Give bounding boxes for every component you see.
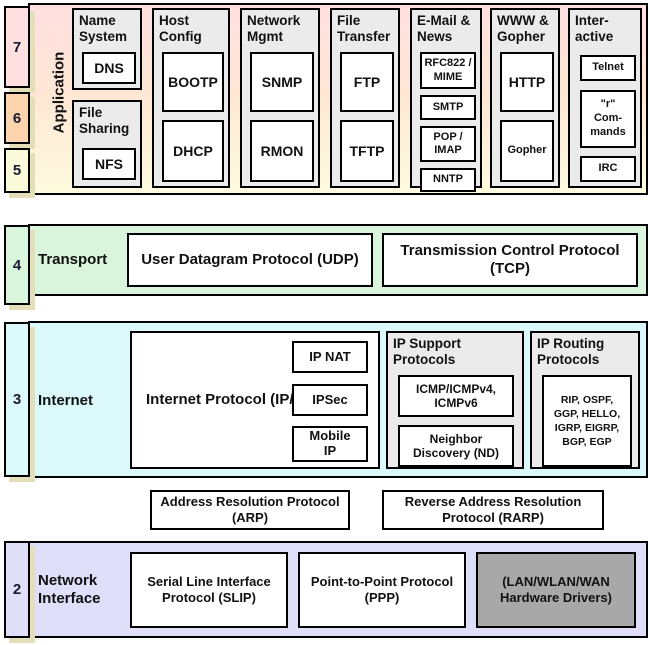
group-ip-support-protocols-title: IP Support Protocols (393, 336, 462, 367)
group-file-transfer-title: File Transfer (337, 13, 391, 44)
transport-layer-name: Transport (38, 251, 108, 268)
osi-layer-number-2-label: 2 (12, 581, 22, 598)
group-file-sharing: File Sharing NFS (72, 100, 142, 188)
group-www-gopher: WWW & Gopher HTTP Gopher (490, 8, 560, 188)
protocol-pop-imap: POP / IMAP (420, 126, 476, 162)
group-email-news: E-Mail & News RFC822 / MIME SMTP POP / I… (410, 8, 482, 192)
protocol-dns: DNS (82, 52, 136, 84)
group-file-transfer: File Transfer FTP TFTP (330, 8, 400, 188)
group-file-sharing-title: File Sharing (79, 105, 130, 136)
protocol-icmp: ICMP/ICMPv4, ICMPv6 (398, 375, 514, 417)
protocol-snmp: SNMP (250, 52, 314, 112)
protocol-rfc822-mime: RFC822 / MIME (420, 52, 476, 89)
group-host-config-title: Host Config (159, 13, 202, 44)
protocol-slip: Serial Line Interface Protocol (SLIP) (130, 552, 288, 628)
osi-layer-number-5-label: 5 (12, 162, 22, 179)
osi-layer-number-6-label: 6 (12, 109, 22, 127)
protocol-rarp: Reverse Address Resolution Protocol (RAR… (382, 490, 604, 530)
protocol-gopher: Gopher (500, 120, 554, 182)
group-name-system-title: Name System (79, 13, 128, 44)
protocol-ip-nat: IP NAT (292, 341, 368, 373)
protocol-smtp: SMTP (420, 95, 476, 120)
osi-layer-number-4-label: 4 (12, 256, 22, 274)
protocol-nntp: NNTP (420, 168, 476, 192)
protocol-ppp: Point-to-Point Protocol (PPP) (298, 552, 466, 628)
application-layer-name: Application (50, 51, 68, 134)
protocol-ipsec: IPSec (292, 384, 368, 416)
protocol-telnet: Telnet (580, 55, 636, 81)
protocol-arp: Address Resolution Protocol (ARP) (150, 490, 350, 530)
group-ip-routing-protocols: IP Routing Protocols RIP, OSPF, GGP, HEL… (530, 331, 640, 469)
protocol-tcp: Transmission Control Protocol (TCP) (382, 233, 638, 287)
osi-layer-number-6: 6 (4, 92, 30, 144)
group-host-config: Host Config BOOTP DHCP (152, 8, 230, 188)
protocol-tftp: TFTP (340, 120, 394, 182)
protocol-nfs: NFS (82, 148, 136, 180)
group-email-news-title: E-Mail & News (417, 13, 471, 44)
group-name-system: Name System DNS (72, 8, 142, 90)
internet-layer-name: Internet (38, 392, 94, 409)
osi-layer-number-7-label: 7 (12, 38, 22, 56)
group-www-gopher-title: WWW & Gopher (497, 13, 549, 44)
protocol-udp: User Datagram Protocol (UDP) (127, 233, 373, 287)
group-network-mgmt-title: Network Mgmt (247, 13, 301, 44)
group-ip-support-protocols: IP Support Protocols ICMP/ICMPv4, ICMPv6… (386, 331, 524, 469)
protocol-rmon: RMON (250, 120, 314, 182)
osi-layer-number-5: 5 (4, 148, 30, 193)
protocol-bootp: BOOTP (162, 52, 224, 112)
osi-layer-number-2: 2 (4, 541, 30, 638)
protocol-hardware-drivers: (LAN/WLAN/WAN Hardware Drivers) (476, 552, 636, 628)
protocol-neighbor-discovery: Neighbor Discovery (ND) (398, 425, 514, 467)
osi-layer-number-7: 7 (4, 6, 30, 88)
protocol-r-commands: "r"Com-mands (580, 90, 636, 148)
protocol-irc: IRC (580, 156, 636, 182)
osi-layer-number-4: 4 (4, 225, 30, 305)
group-interactive: Inter-active Telnet "r"Com-mands IRC (568, 8, 642, 188)
osi-layer-number-3: 3 (4, 322, 30, 477)
osi-layer-number-3-label: 3 (12, 391, 22, 408)
group-interactive-title: Inter-active (575, 13, 614, 44)
protocol-dhcp: DHCP (162, 120, 224, 182)
protocol-routing-list: RIP, OSPF, GGP, HELLO, IGRP, EIGRP, BGP,… (542, 375, 632, 467)
group-network-mgmt: Network Mgmt SNMP RMON (240, 8, 320, 188)
protocol-ftp: FTP (340, 52, 394, 112)
group-ip-routing-protocols-title: IP Routing Protocols (537, 336, 605, 367)
protocol-http: HTTP (500, 52, 554, 112)
